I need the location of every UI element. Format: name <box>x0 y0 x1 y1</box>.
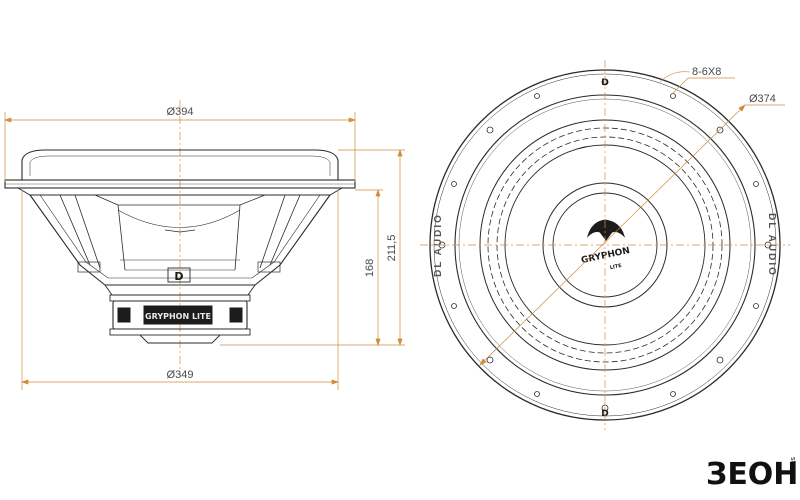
dim-cone-diameter: Ø374 <box>749 93 776 105</box>
dustcap-logo-top: GRYPHON <box>580 246 631 266</box>
dim-mount-depth: 168 <box>364 259 376 277</box>
dim-total-depth: 211,5 <box>386 235 398 262</box>
magnet-bottom-plate <box>109 328 251 336</box>
dustcap-logo: GRYPHON LITE <box>580 219 631 271</box>
brand-ring-right: DL AUDIO <box>766 213 777 277</box>
basket-spokes <box>59 194 301 271</box>
side-dimensions <box>3 112 405 390</box>
dim-frame-diameter: Ø394 <box>167 106 194 118</box>
surround-profile <box>21 149 339 181</box>
store-logo-small: store <box>789 457 797 475</box>
frame-logo: D <box>174 270 183 283</box>
dim-mount-diameter: Ø349 <box>167 369 194 381</box>
store-logo: ЗЕОН store <box>706 457 798 492</box>
store-logo-text: ЗЕОН <box>706 457 798 492</box>
basket-outline <box>29 194 331 286</box>
magnet-badge: GRYPHON LITE <box>145 312 211 321</box>
side-view: D GRYPHON LITE <box>4 100 356 375</box>
dim-mount-holes: 8-6X8 <box>692 66 721 78</box>
dustcap-logo-bottom: LITE <box>609 263 622 271</box>
front-dimensions <box>420 60 790 430</box>
